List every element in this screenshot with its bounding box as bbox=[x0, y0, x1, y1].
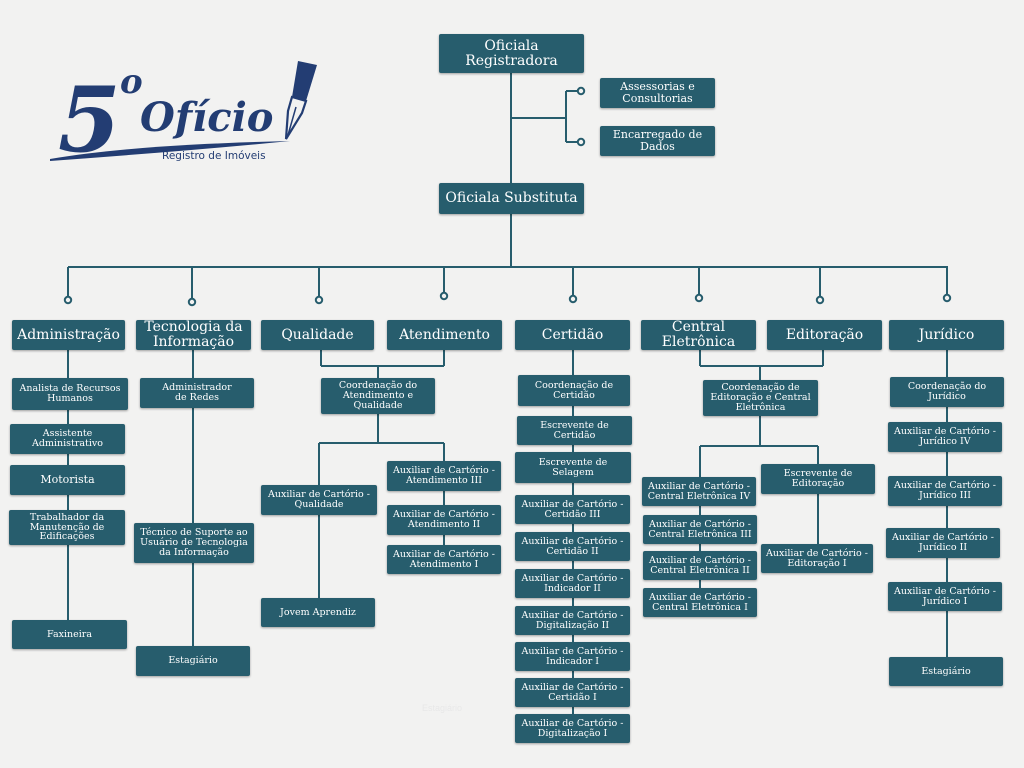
dept-central-eletronica: Central Eletrônica bbox=[641, 320, 756, 350]
role-aux-central-ii: Auxiliar de Cartório - Central Eletrônic… bbox=[643, 551, 757, 580]
role-assistente-administrativo: Assistente Administrativo bbox=[10, 424, 125, 454]
role-aux-central-i: Auxiliar de Cartório - Central Eletrônic… bbox=[643, 588, 757, 617]
role-aux-central-iii: Auxiliar de Cartório - Central Eletrônic… bbox=[643, 515, 757, 544]
role-aux-juridico-ii: Auxiliar de Cartório - Jurídico II bbox=[886, 528, 1000, 558]
faint-watermark-text: Estagiário bbox=[422, 703, 463, 713]
role-aux-certidao-iii: Auxiliar de Cartório - Certidão III bbox=[515, 495, 630, 524]
dept-juridico: Jurídico bbox=[889, 320, 1004, 350]
role-faxineira: Faxineira bbox=[12, 620, 127, 649]
logo-swoosh bbox=[50, 141, 290, 161]
role-coordenacao-editoracao-central: Coordenação de Editoração e Central Elet… bbox=[703, 380, 818, 416]
logo-degree: o bbox=[120, 62, 143, 102]
role-aux-digitalizacao-ii: Auxiliar de Cartório - Digitalização II bbox=[515, 606, 630, 635]
role-aux-juridico-iii: Auxiliar de Cartório - Jurídico III bbox=[888, 476, 1002, 506]
role-estagiario-ti: Estagiário bbox=[136, 646, 250, 676]
role-aux-certidao-i: Auxiliar de Cartório - Certidão I bbox=[515, 678, 630, 707]
role-aux-indicador-ii: Auxiliar de Cartório - Indicador II bbox=[515, 569, 630, 598]
role-coordenacao-certidao: Coordenação de Certidão bbox=[518, 375, 630, 406]
role-aux-indicador-i: Auxiliar de Cartório - Indicador I bbox=[515, 642, 630, 671]
cartorio-logo: 5 o Ofício Registro de Imóveis bbox=[50, 61, 317, 173]
role-aux-digitalizacao-i: Auxiliar de Cartório - Digitalização I bbox=[515, 714, 630, 743]
role-escrevente-certidao: Escrevente de Certidão bbox=[517, 416, 632, 445]
oficiala-registradora-box: Oficiala Registradora bbox=[439, 34, 584, 73]
dept-administracao: Administração bbox=[12, 320, 125, 350]
role-motorista: Motorista bbox=[10, 465, 125, 495]
dept-tecnologia-informacao: Tecnologia da Informação bbox=[136, 320, 251, 350]
dept-atendimento: Atendimento bbox=[387, 320, 502, 350]
role-estagiario-juridico: Estagiário bbox=[889, 657, 1003, 686]
role-coordenacao-juridico: Coordenação do Jurídico bbox=[890, 377, 1004, 407]
role-aux-atendimento-iii: Auxiliar de Cartório - Atendimento III bbox=[387, 461, 501, 491]
dept-editoracao: Editoração bbox=[767, 320, 882, 350]
role-analista-rh: Analista de Recursos Humanos bbox=[12, 378, 128, 410]
role-aux-atendimento-ii: Auxiliar de Cartório - Atendimento II bbox=[387, 505, 501, 535]
dept-qualidade: Qualidade bbox=[261, 320, 374, 350]
role-jovem-aprendiz: Jovem Aprendiz bbox=[261, 598, 375, 627]
assessorias-consultorias-box: Assessorias e Consultorias bbox=[600, 78, 715, 108]
role-aux-juridico-iv: Auxiliar de Cartório - Jurídico IV bbox=[888, 422, 1002, 452]
role-aux-juridico-i: Auxiliar de Cartório - Jurídico I bbox=[888, 582, 1002, 611]
dept-certidao: Certidão bbox=[515, 320, 630, 350]
role-trabalhador-manutencao: Trabalhador da Manutenção de Edificações bbox=[9, 510, 125, 545]
role-aux-qualidade: Auxiliar de Cartório - Qualidade bbox=[261, 485, 377, 515]
role-aux-certidao-ii: Auxiliar de Cartório - Certidão II bbox=[515, 532, 630, 561]
role-coordenacao-atendimento-qualidade: Coordenação do Atendimento e Qualidade bbox=[321, 378, 435, 414]
logo-subtitle: Registro de Imóveis bbox=[162, 150, 266, 162]
role-aux-central-iv: Auxiliar de Cartório - Central Eletrônic… bbox=[642, 477, 756, 506]
role-administrador-redes: Administrador de Redes bbox=[140, 378, 254, 408]
encarregado-dados-box: Encarregado de Dados bbox=[600, 126, 715, 156]
role-tecnico-suporte: Técnico de Suporte ao Usuário de Tecnolo… bbox=[134, 523, 254, 563]
role-escrevente-editoracao: Escrevente de Editoração bbox=[761, 464, 875, 494]
role-aux-editoracao-i: Auxiliar de Cartório - Editoração I bbox=[761, 544, 873, 573]
logo-number: 5 bbox=[58, 67, 121, 173]
oficiala-substituta-box: Oficiala Substituta bbox=[439, 183, 584, 214]
pen-nib-icon bbox=[284, 61, 317, 140]
role-escrevente-selagem: Escrevente de Selagem bbox=[515, 452, 631, 483]
role-aux-atendimento-i: Auxiliar de Cartório - Atendimento I bbox=[387, 545, 501, 574]
logo-name: Ofício bbox=[140, 94, 273, 141]
